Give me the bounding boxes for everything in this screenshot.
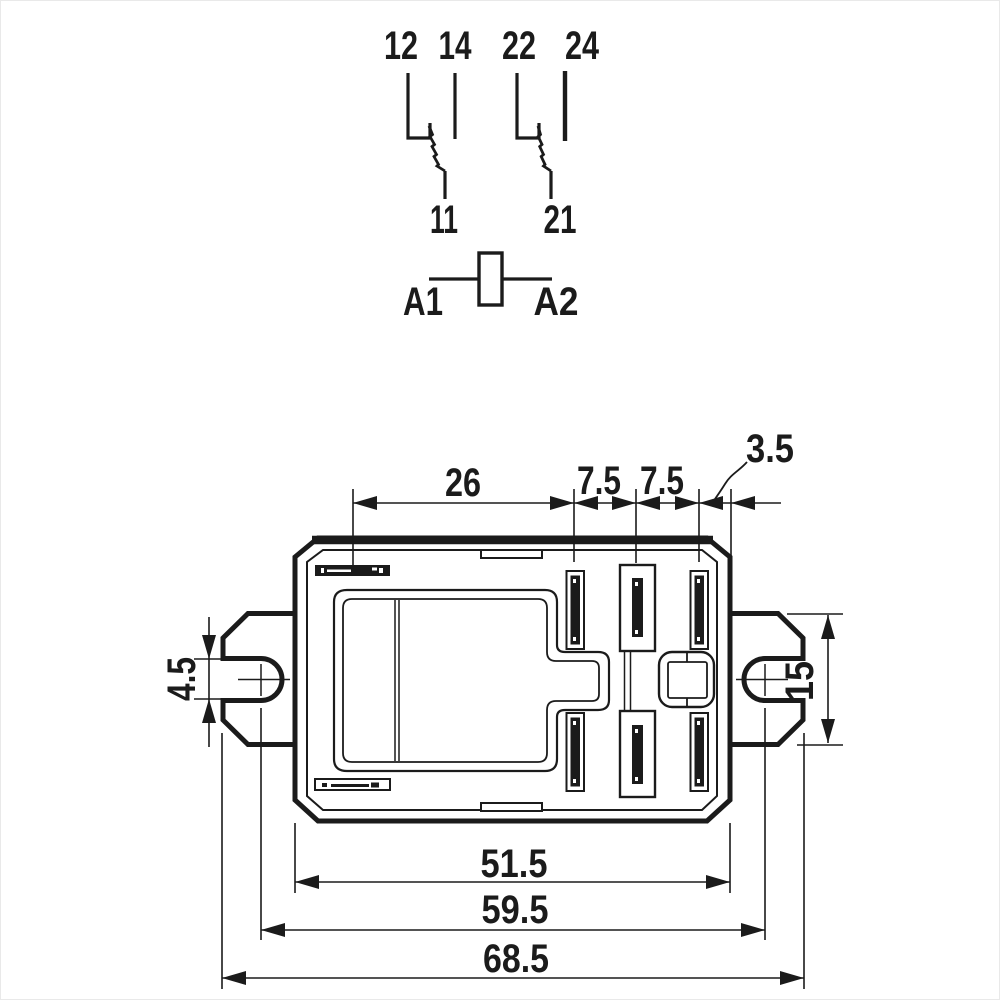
slot-frame <box>618 563 657 653</box>
slot-speck <box>573 721 576 725</box>
bar-mark <box>371 782 379 788</box>
dim-7-5-right-label: 7.5 <box>640 459 684 503</box>
body-outer-outline <box>292 535 733 824</box>
terminal-slots <box>565 563 716 799</box>
slot-blade <box>632 725 643 784</box>
mounting-flanges <box>220 611 806 747</box>
terminal-21-label: 21 <box>544 198 577 242</box>
top-marking-bar <box>315 565 390 576</box>
arrow <box>261 923 285 937</box>
slot-speck <box>635 729 638 733</box>
arrow <box>821 719 835 743</box>
dim-7-5-left-label: 7.5 <box>577 459 621 503</box>
slot-speck <box>635 630 638 634</box>
dim-59-5-label: 59.5 <box>482 888 549 932</box>
arrow <box>741 923 765 937</box>
slot-speck <box>635 582 638 586</box>
slot-outline <box>565 712 585 792</box>
bar-mark <box>331 784 369 787</box>
arrow <box>550 496 574 510</box>
window-outer <box>332 588 611 773</box>
slot-speck <box>635 777 638 781</box>
dim-26-label: 26 <box>445 461 481 505</box>
body-top-notch <box>480 549 543 559</box>
slot-speck <box>573 779 576 783</box>
dim-3-5-label: 3.5 <box>746 427 794 471</box>
dim-15-label: 15 <box>778 661 822 701</box>
leader-3-5 <box>712 461 748 503</box>
slot-blade <box>632 578 643 637</box>
dimension-arrows <box>202 496 835 985</box>
dim-15-extensions <box>787 613 843 746</box>
dim-68-5-extensions <box>221 733 805 989</box>
dimension-labels: 26 7.5 7.5 3.5 4.5 15 51.5 59.5 68.5 <box>160 427 822 981</box>
relay-body <box>292 535 733 824</box>
arrow <box>222 971 246 985</box>
window-divider <box>394 600 400 761</box>
bar-mark <box>322 783 327 787</box>
dim-68-5-label: 68.5 <box>483 937 549 981</box>
terminal-a2-label: A2 <box>534 280 579 324</box>
terminal-12-label: 12 <box>384 24 418 68</box>
right-slot-centerline <box>736 664 788 696</box>
dim-4-5-extensions <box>194 658 222 700</box>
arrow <box>731 496 755 510</box>
arrow <box>353 496 377 510</box>
arrow <box>675 496 699 510</box>
slot-speck <box>573 637 576 641</box>
slot-outline <box>689 712 709 792</box>
slot-speck <box>573 579 576 583</box>
arrow <box>636 496 660 510</box>
slot-frame <box>618 709 657 799</box>
slot-blade <box>694 717 704 787</box>
slot-blade <box>570 575 580 645</box>
terminal-14-label: 14 <box>439 24 473 68</box>
window-inner <box>342 598 600 763</box>
bar-speck <box>321 568 324 573</box>
coil-symbol <box>477 251 504 307</box>
schematic-labels: 12 14 22 24 11 21 A1 A2 <box>384 24 600 324</box>
slot-outline <box>565 570 585 650</box>
dimension-lines <box>194 461 843 989</box>
dim-4-5-label: 4.5 <box>160 657 204 701</box>
slot-speck <box>697 779 700 783</box>
arrow <box>699 496 723 510</box>
arrow <box>612 496 636 510</box>
terminal-a1-label: A1 <box>403 280 443 324</box>
contact-12-fixed-line <box>406 73 432 140</box>
arrow <box>821 615 835 639</box>
contact-11-blade <box>427 125 446 173</box>
arrow <box>780 971 804 985</box>
arrow <box>706 875 730 889</box>
bar-speck <box>372 567 377 571</box>
top-extension-lines <box>352 489 732 565</box>
arrow <box>202 635 216 659</box>
slot-blade <box>570 717 580 787</box>
dim-51-5-label: 51.5 <box>481 842 548 886</box>
body-bottom-notch <box>480 802 543 812</box>
arrow <box>202 699 216 723</box>
bar-speck <box>379 568 383 573</box>
slot-outline <box>689 570 709 650</box>
contact-22-fixed-line <box>515 73 541 140</box>
arrow <box>295 875 319 889</box>
slot-speck <box>697 579 700 583</box>
bar-speck <box>327 569 351 572</box>
body-window <box>332 588 611 773</box>
slot-speck <box>697 637 700 641</box>
slot-blade <box>694 575 704 645</box>
marking-bars <box>314 565 391 791</box>
left-slot-centerline <box>238 664 290 696</box>
terminal-22-label: 22 <box>502 24 536 68</box>
body-inner-outline <box>306 549 718 811</box>
schematic-diagram <box>406 71 568 307</box>
dim-59-5-extensions <box>260 708 766 940</box>
slot-channel <box>623 651 632 711</box>
arrow <box>574 496 598 510</box>
terminal-11-label: 11 <box>430 198 458 242</box>
contact-21-blade <box>536 125 552 173</box>
terminal-24-label: 24 <box>565 24 600 68</box>
slot-speck <box>697 721 700 725</box>
